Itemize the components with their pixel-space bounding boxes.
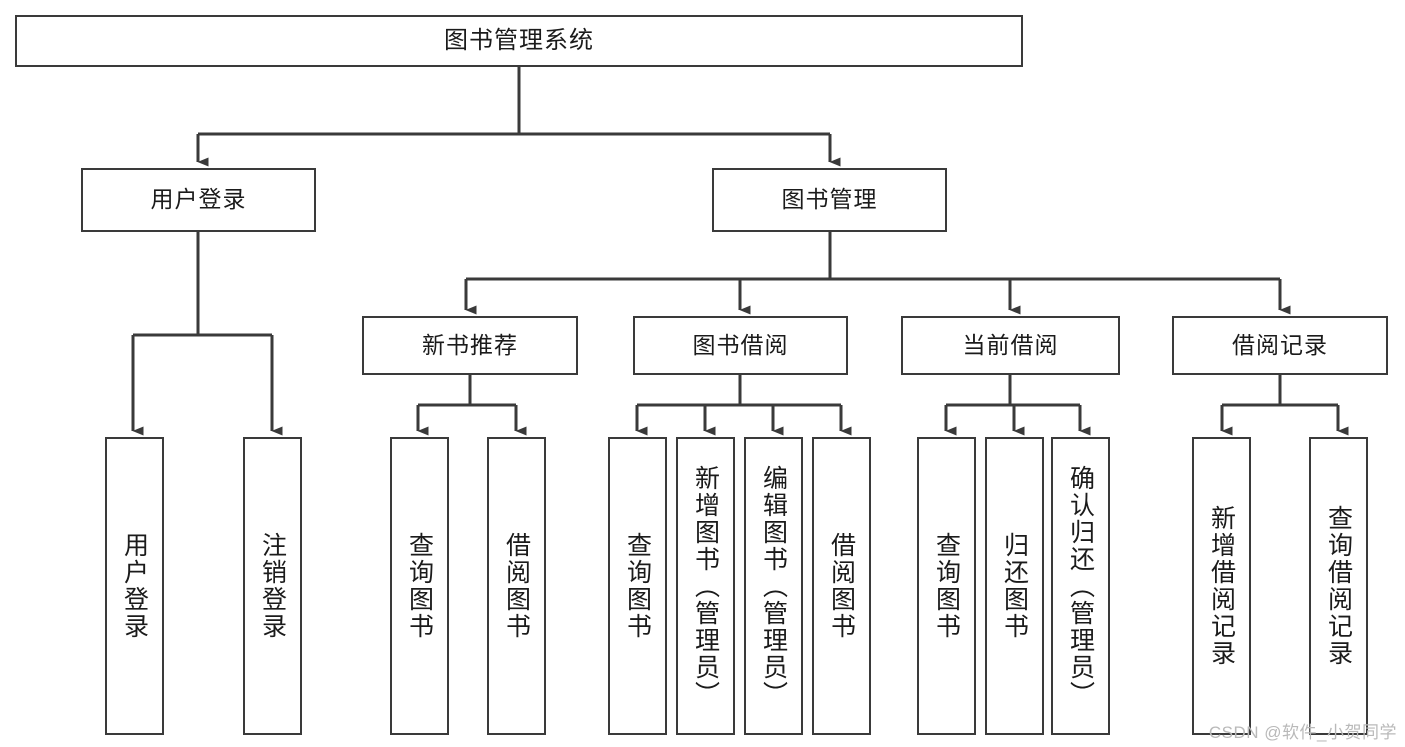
leaf-borrow-books[interactable]: 借阅图书 [812,437,871,735]
node-label: 注销登录 [258,532,287,640]
node-new-book-recommendation[interactable]: 新书推荐 [362,316,578,375]
node-label: 查询借阅记录 [1324,505,1353,667]
node-book-borrowing[interactable]: 图书借阅 [633,316,848,375]
node-label: 用户登录 [150,186,247,213]
node-label: 借阅记录 [1232,331,1328,358]
node-label: 图书管理系统 [444,26,594,54]
node-label: 确认归还（管理员） [1066,464,1095,708]
node-book-management[interactable]: 图书管理 [712,168,947,232]
leaf-query-borrow-record[interactable]: 查询借阅记录 [1309,437,1368,735]
node-label: 图书管理 [781,186,878,213]
node-current-borrowing[interactable]: 当前借阅 [901,316,1120,375]
leaf-borrow-books-new[interactable]: 借阅图书 [487,437,546,735]
leaf-query-books-current[interactable]: 查询图书 [917,437,976,735]
node-label: 查询图书 [623,532,652,640]
node-label: 编辑图书（管理员） [759,464,788,708]
leaf-user-login[interactable]: 用户登录 [105,437,164,735]
leaf-add-borrow-record[interactable]: 新增借阅记录 [1192,437,1251,735]
node-root-book-management-system[interactable]: 图书管理系统 [15,15,1023,67]
node-label: 查询图书 [405,532,434,640]
node-label: 借阅图书 [827,532,856,640]
node-label: 借阅图书 [502,532,531,640]
leaf-add-book-admin[interactable]: 新增图书（管理员） [676,437,735,735]
node-label: 用户登录 [120,532,149,640]
leaf-return-books[interactable]: 归还图书 [985,437,1044,735]
node-label: 归还图书 [1000,532,1029,640]
node-user-login[interactable]: 用户登录 [81,168,316,232]
leaf-confirm-return-admin[interactable]: 确认归还（管理员） [1051,437,1110,735]
node-label: 查询图书 [932,532,961,640]
leaf-query-books-borrow[interactable]: 查询图书 [608,437,667,735]
node-borrow-records[interactable]: 借阅记录 [1172,316,1388,375]
leaf-query-books-new[interactable]: 查询图书 [390,437,449,735]
node-label: 新增图书（管理员） [691,464,720,708]
node-label: 图书借阅 [692,331,789,358]
csdn-watermark: CSDN @软件_小贺同学 [1208,723,1397,742]
leaf-logout[interactable]: 注销登录 [243,437,302,735]
node-label: 新增借阅记录 [1207,505,1236,667]
node-label: 新书推荐 [422,331,518,358]
node-label: 当前借阅 [962,331,1059,358]
leaf-edit-book-admin[interactable]: 编辑图书（管理员） [744,437,803,735]
